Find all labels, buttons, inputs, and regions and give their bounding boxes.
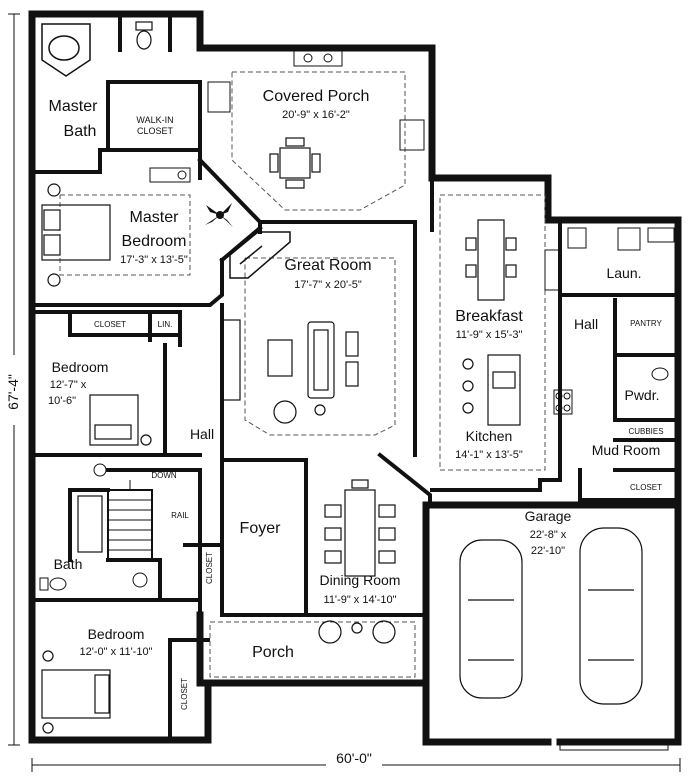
dining-room-name: Dining Room xyxy=(320,572,401,588)
great-room-name: Great Room xyxy=(284,257,371,274)
rail-name: RAIL xyxy=(171,511,189,520)
bed-icon xyxy=(41,650,111,734)
master-bath-name-1: Master xyxy=(49,98,99,115)
armchair-icon xyxy=(273,400,326,424)
master-bedroom-name-1: Master xyxy=(130,209,180,226)
fireplace-icon xyxy=(229,231,291,279)
sofa-icon xyxy=(267,321,359,399)
master-bath-name-2: Bath xyxy=(64,123,97,140)
stair-treads xyxy=(108,480,152,551)
garage-size-1: 22'-8" x xyxy=(530,529,567,541)
pantry-name: PANTRY xyxy=(630,319,662,328)
dining-table-icon xyxy=(269,137,321,189)
garage-size-2: 22'-10" xyxy=(531,545,565,557)
plant-icon xyxy=(293,49,343,67)
mud-room-name: Mud Room xyxy=(592,442,660,458)
media-wall xyxy=(221,319,241,401)
closet-top-left-name: CLOSET xyxy=(94,320,126,329)
great-room-size: 17'-7" x 20'-5" xyxy=(294,279,362,291)
sink-icon xyxy=(149,167,191,183)
ceiling-lines xyxy=(59,71,546,678)
interior-walls xyxy=(30,12,680,742)
master-bedroom-size: 17'-3" x 13'-5" xyxy=(120,254,188,266)
porch-chair xyxy=(207,81,231,113)
range-icon xyxy=(544,249,573,415)
hall-right-name: Hall xyxy=(574,316,598,332)
closet-mid-name: CLOSET xyxy=(205,552,214,584)
mud-closet-name: CLOSET xyxy=(630,483,662,492)
armchair-icon xyxy=(318,620,396,644)
breakfast-name: Breakfast xyxy=(455,308,523,325)
bedroom-3-name: Bedroom xyxy=(88,626,145,642)
walk-in-closet-name-2: CLOSET xyxy=(137,126,174,136)
stair-down-name: DOWN xyxy=(151,471,177,480)
bedroom-2-name: Bedroom xyxy=(52,359,109,375)
overall-depth: 67'-4" xyxy=(5,374,21,410)
linen-name: LIN. xyxy=(158,320,173,329)
foyer-name: Foyer xyxy=(240,520,282,537)
toilet-icon xyxy=(651,367,669,381)
cubbies-name: CUBBIES xyxy=(628,427,663,436)
bedroom-2-size-1: 12'-7" x xyxy=(50,379,87,391)
powder-name: Pwdr. xyxy=(624,387,659,403)
covered-porch-size: 20'-9" x 16'-2" xyxy=(282,109,350,121)
bed-icon xyxy=(89,394,152,446)
dining-table-icon xyxy=(324,479,396,577)
breakfast-size: 11'-9" x 15'-3" xyxy=(456,329,523,341)
garage-door xyxy=(559,741,669,751)
master-bedroom-name-2: Bedroom xyxy=(122,233,187,250)
hall-left-name: Hall xyxy=(190,426,214,442)
bathtub-icon xyxy=(77,495,103,553)
kitchen-island xyxy=(462,354,521,426)
laundry-appliances xyxy=(567,227,675,251)
laundry-name: Laun. xyxy=(606,265,641,281)
toilet-icon xyxy=(135,21,153,50)
closet-bottom-name: CLOSET xyxy=(180,678,189,710)
garage-name: Garage xyxy=(525,508,572,524)
porch-name: Porch xyxy=(252,644,294,661)
bath-name: Bath xyxy=(54,556,83,572)
bedroom-3-size: 12'-0" x 11'-10" xyxy=(80,646,153,658)
car-icon xyxy=(459,527,643,705)
kitchen-size: 14'-1" x 13'-5" xyxy=(455,449,523,461)
ceiling-fan-icon xyxy=(205,203,233,227)
toilet-icon xyxy=(39,577,67,591)
sink-icon xyxy=(93,463,148,588)
porch-grill xyxy=(399,119,425,151)
walk-in-closet-name-1: WALK-IN xyxy=(136,115,173,125)
breakfast-table xyxy=(465,219,517,301)
overall-width: 60'-0" xyxy=(336,750,372,766)
exterior-walls xyxy=(28,10,682,746)
bedroom-2-size-2: 10'-6" xyxy=(48,395,76,407)
kitchen-name: Kitchen xyxy=(466,428,513,444)
bathtub-icon xyxy=(41,23,91,77)
bed-icon xyxy=(41,183,111,287)
dining-room-size: 11'-9" x 14'-10" xyxy=(324,594,397,606)
covered-porch-name: Covered Porch xyxy=(263,88,370,105)
